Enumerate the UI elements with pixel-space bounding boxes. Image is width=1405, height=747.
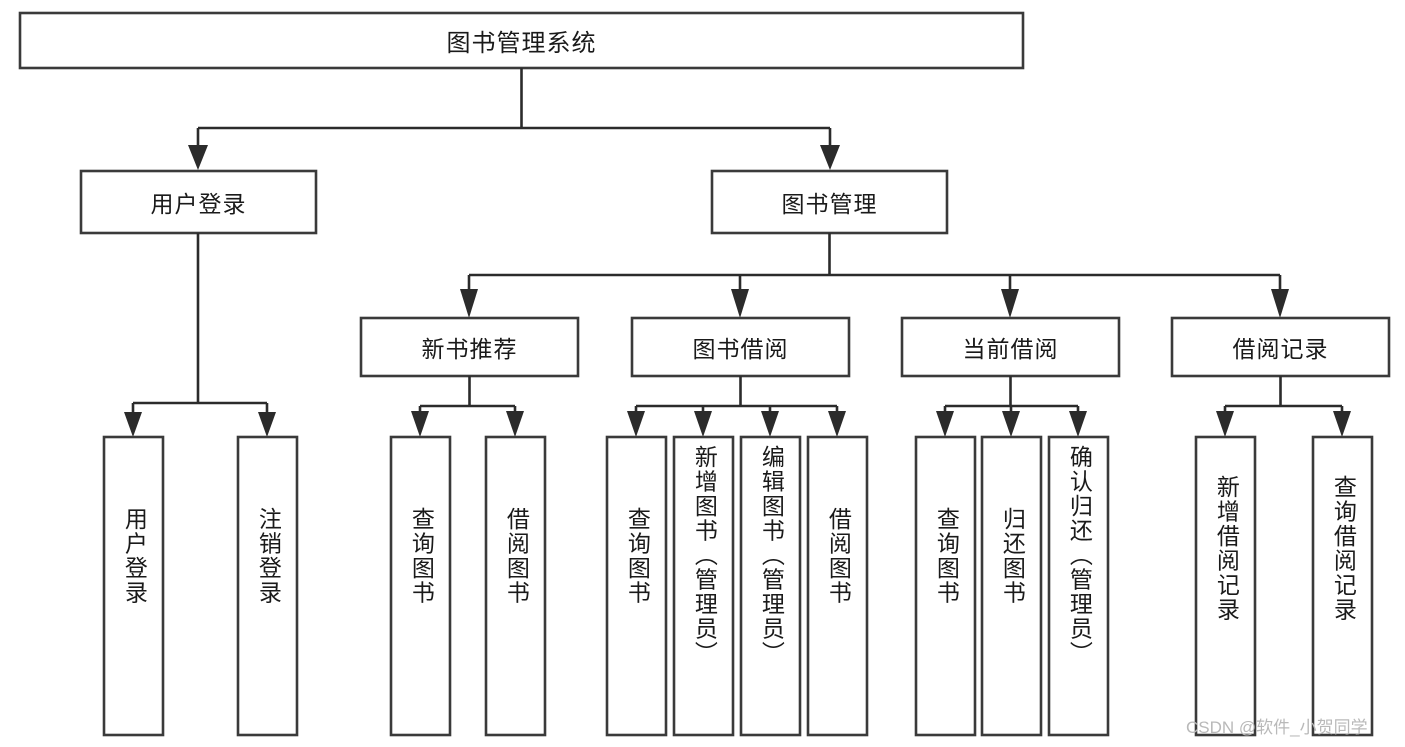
arrowhead-leaf-user-login: [124, 412, 142, 437]
node-box-book-borrow[interactable]: [630, 316, 851, 378]
node-box-leaf-add-record[interactable]: [1194, 435, 1257, 737]
node-box-book-management[interactable]: [710, 169, 949, 235]
arrowhead-book-management: [820, 145, 840, 170]
arrowhead-new-book-recommend: [460, 289, 478, 318]
arrowhead-leaf-edit-book: [761, 411, 779, 437]
node-box-leaf-query-book-2[interactable]: [605, 435, 668, 737]
arrowhead-leaf-query-book-2: [627, 411, 645, 437]
node-box-leaf-query-book-3[interactable]: [914, 435, 977, 737]
node-box-new-book-recommend[interactable]: [359, 316, 580, 378]
node-box-root[interactable]: [18, 11, 1025, 70]
arrowhead-leaf-query-record: [1333, 411, 1351, 437]
node-box-leaf-borrow-book-2[interactable]: [806, 435, 869, 737]
node-box-leaf-edit-book[interactable]: [739, 435, 802, 737]
arrowhead-leaf-confirm-return: [1069, 411, 1087, 437]
arrowhead-borrow-record: [1271, 289, 1289, 318]
arrowhead-leaf-query-book-3: [936, 411, 954, 437]
arrowhead-leaf-logout-login: [258, 412, 276, 437]
node-box-leaf-confirm-return[interactable]: [1047, 435, 1110, 737]
node-box-leaf-return-book[interactable]: [980, 435, 1043, 737]
node-box-current-borrow[interactable]: [900, 316, 1121, 378]
node-box-leaf-user-login[interactable]: [102, 435, 165, 737]
node-box-borrow-record[interactable]: [1170, 316, 1391, 378]
arrowhead-leaf-borrow-book-1: [506, 411, 524, 437]
node-box-leaf-borrow-book-1[interactable]: [484, 435, 547, 737]
arrowhead-leaf-return-book: [1002, 411, 1020, 437]
node-box-leaf-query-record[interactable]: [1311, 435, 1374, 737]
arrowhead-leaf-add-record: [1216, 411, 1234, 437]
arrowhead-current-borrow: [1001, 289, 1019, 318]
arrowhead-book-borrow: [731, 289, 749, 318]
arrowhead-leaf-borrow-book-2: [828, 411, 846, 437]
node-box-user-login[interactable]: [79, 169, 318, 235]
node-box-leaf-query-book-1[interactable]: [389, 435, 452, 737]
arrowhead-leaf-query-book-1: [411, 411, 429, 437]
arrowhead-user-login: [188, 145, 208, 170]
node-box-leaf-add-book[interactable]: [672, 435, 735, 737]
arrowhead-leaf-add-book: [694, 411, 712, 437]
node-box-leaf-logout-login[interactable]: [236, 435, 299, 737]
